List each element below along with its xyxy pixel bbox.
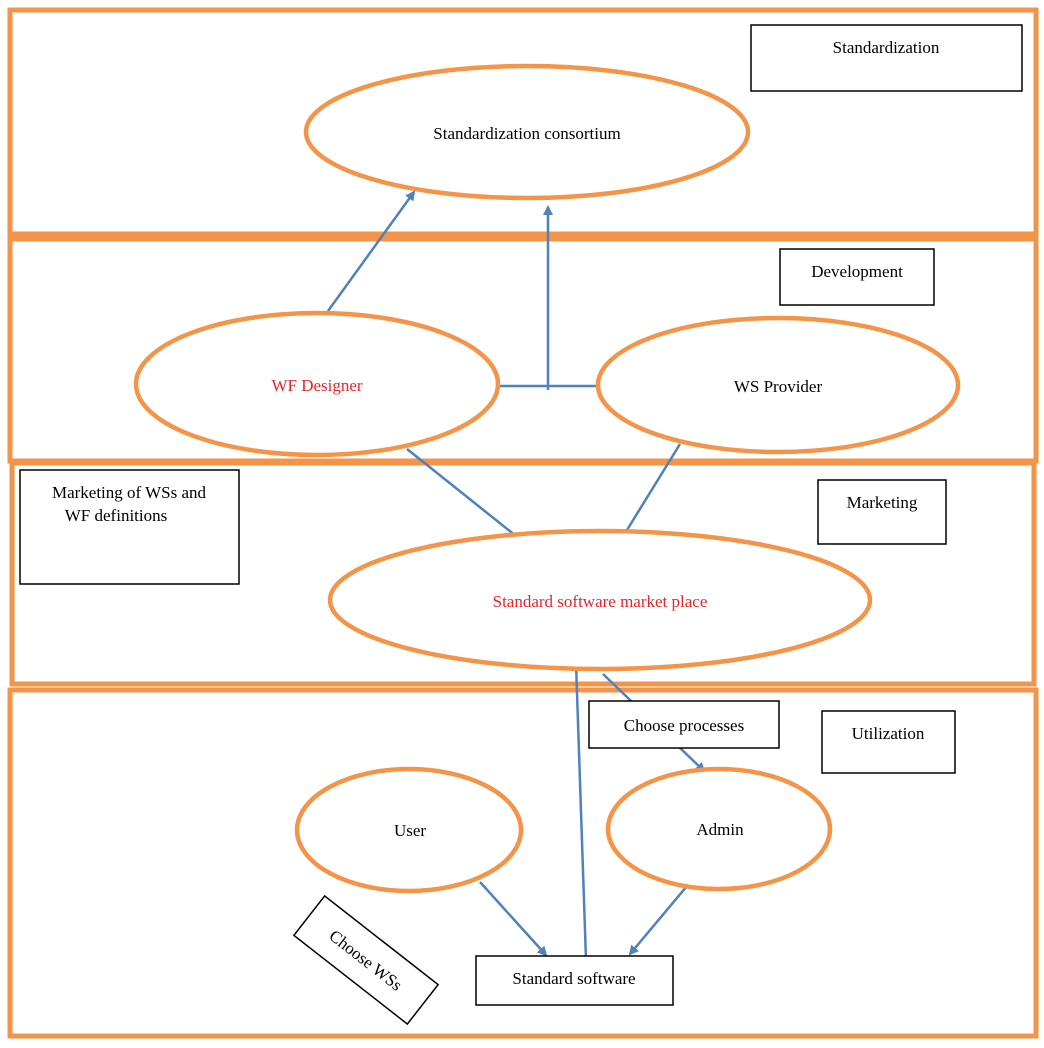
marketing-note-line-2: WF definitions (65, 506, 167, 525)
node-market-place: Standard software market place (327, 528, 873, 672)
standard-software-box: Standard software (475, 955, 674, 1006)
market-place-label: Standard software market place (493, 592, 708, 611)
lane-standardization-border (7, 7, 1039, 237)
choose-wss-box: Choose WSs (292, 894, 440, 1026)
marketing-title-box: Marketing (817, 479, 947, 545)
connectors (326, 190, 706, 961)
lane-standardization (7, 7, 1039, 237)
wf-designer-label: WF Designer (271, 376, 362, 395)
node-wf-designer: WF Designer (133, 310, 501, 458)
connector-provider-marketplace (625, 443, 682, 531)
standardization-title: Standardization (833, 38, 940, 57)
admin-label: Admin (696, 820, 744, 839)
lane-marketing (9, 460, 1037, 687)
marketing-note-box: Marketing of WSs and WF definitions (19, 469, 240, 585)
ws-provider-label: WS Provider (734, 377, 823, 396)
arrow-software-to-marketplace (571, 661, 588, 961)
standardization-title-box: Standardization (750, 24, 1023, 92)
node-user: User (294, 766, 524, 894)
lane-utilization-border (7, 687, 1039, 1039)
standard-software-label: Standard software (512, 969, 635, 988)
arrow-wf-designer-to-consortium (326, 190, 416, 312)
user-label: User (394, 821, 426, 840)
utilization-title-box: Utilization (821, 710, 956, 774)
development-title: Development (811, 262, 903, 281)
marketing-title: Marketing (847, 493, 918, 512)
arrow-user-to-software (479, 881, 548, 957)
consortium-label: Standardization consortium (433, 124, 620, 143)
choose-processes-box: Choose processes (588, 700, 780, 749)
utilization-title: Utilization (852, 724, 925, 743)
node-ws-provider: WS Provider (595, 315, 961, 455)
choose-processes-label: Choose processes (624, 716, 744, 735)
node-admin: Admin (605, 766, 833, 892)
lane-utilization (7, 687, 1039, 1039)
connector-designer-marketplace (406, 448, 517, 537)
node-consortium: Standardization consortium (303, 63, 751, 201)
arrow-admin-to-software (628, 885, 688, 956)
lane-marketing-border (9, 460, 1037, 687)
development-title-box: Development (779, 248, 935, 306)
marketing-note-line-1: Marketing of WSs and (52, 483, 207, 502)
